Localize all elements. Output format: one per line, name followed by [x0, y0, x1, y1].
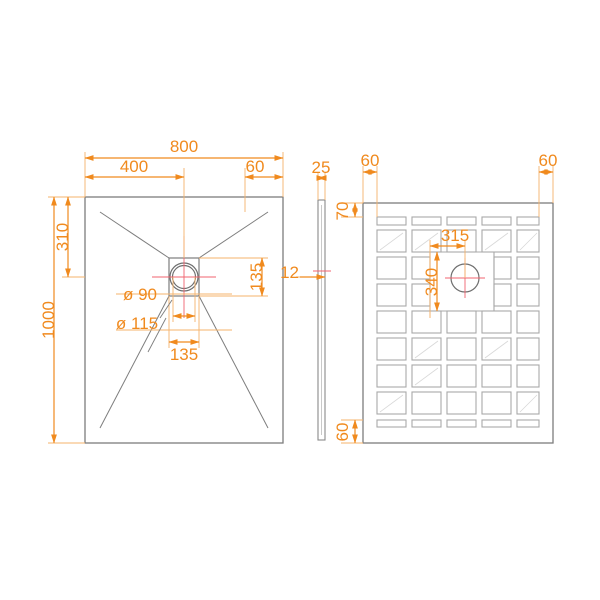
dim-edge-bottom: 60: [333, 423, 352, 442]
dim-edge-offset-right: 60: [246, 157, 265, 176]
dim-drain-square-horizontal: 135: [170, 345, 198, 364]
dim-drain-offset-x: 400: [120, 157, 148, 176]
dim-outer-diameter: ø 115: [116, 314, 158, 333]
top-view: 800 400 60 1000 310 135 135 ø 90 ø 115: [39, 137, 284, 444]
dim-overall-height: 1000: [39, 301, 58, 339]
rib-grid: [376, 229, 540, 415]
dimension-lines-top-view: [51, 155, 284, 444]
side-view: 25 12: [280, 158, 331, 441]
dim-drain-offset-x-bottom: 315: [441, 226, 469, 245]
diameter-leaders: [147, 299, 173, 353]
dim-edge-left: 60: [361, 151, 380, 170]
dim-edge-top: 70: [333, 202, 352, 221]
dim-drain-offset-y-bottom: 340: [422, 268, 441, 296]
rib-shading-hints: [379, 232, 538, 413]
dimension-lines-bottom-view: [352, 169, 554, 444]
bottom-view: 60 60 70 60 315 340: [333, 151, 558, 444]
rib-row-bottom: [376, 419, 540, 428]
dim-thickness-mid: 12: [280, 263, 299, 282]
slope-lines: [99, 211, 269, 429]
dim-overall-width: 800: [170, 137, 198, 156]
dim-edge-right: 60: [539, 151, 558, 170]
rib-row-top: [376, 216, 540, 226]
dim-inner-diameter: ø 90: [123, 285, 157, 304]
dim-drain-square-vertical: 135: [247, 263, 266, 291]
dimension-lines-side-view: [300, 175, 327, 280]
dim-drain-offset-y: 310: [53, 223, 72, 251]
dim-thickness-top: 25: [312, 158, 331, 177]
